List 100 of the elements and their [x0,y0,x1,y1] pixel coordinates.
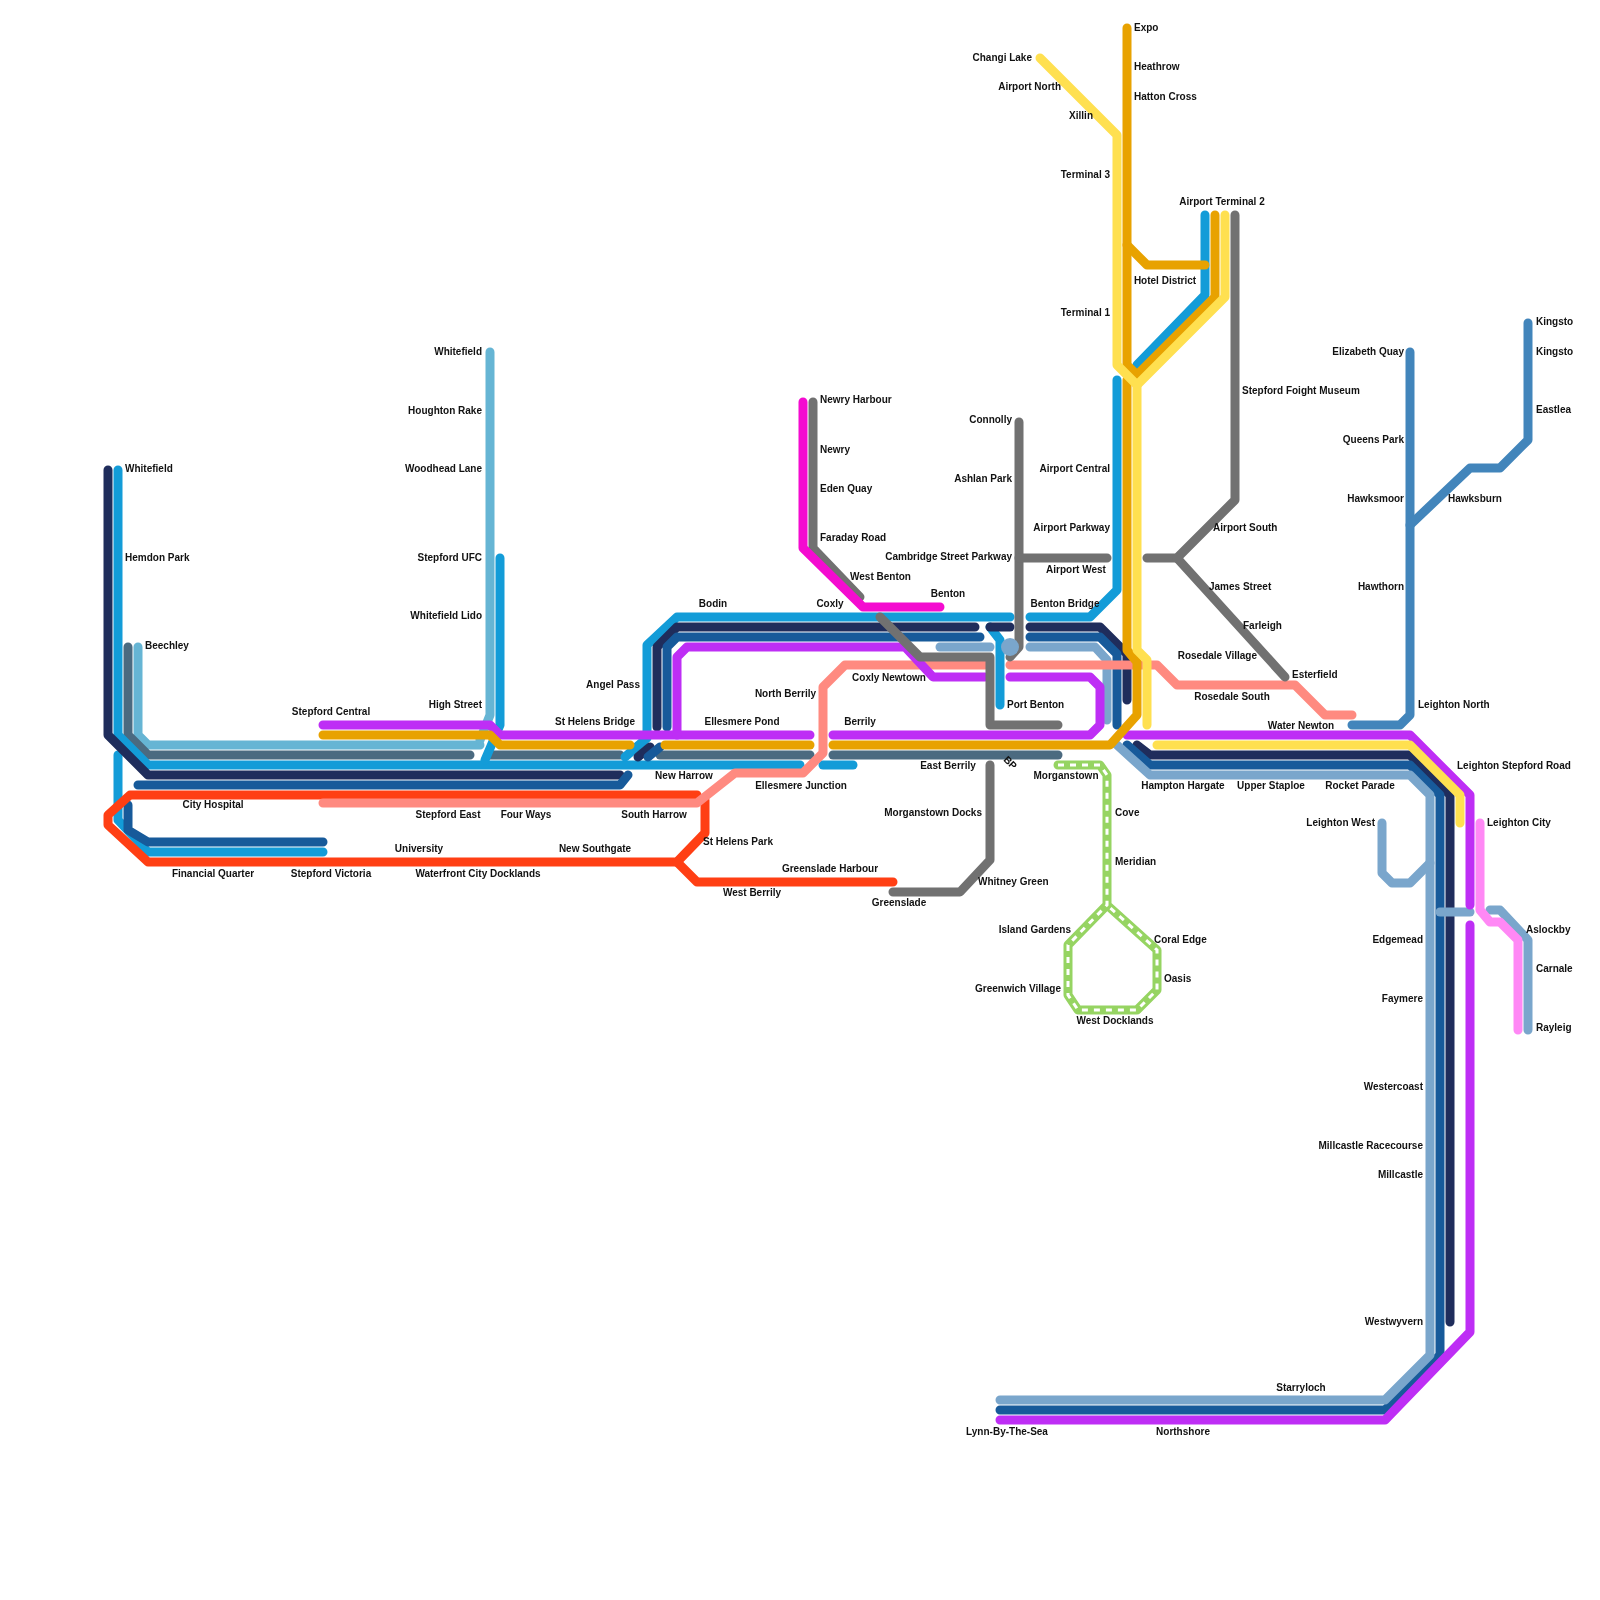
station-label: Hawksburn [1448,493,1502,505]
station-label: Ellesmere Junction [755,780,847,792]
station-label: Newry Harbour [820,394,892,406]
station-label: Hotel District [1133,275,1197,287]
station-label: Morganstown Docks [884,807,982,819]
station-label: Queens Park [1342,434,1404,446]
station-label: Port Benton [1007,699,1065,711]
station-label: Rocket Parade [1325,780,1395,792]
station-label: Millcastle Racecourse [1318,1140,1423,1152]
station-label: Coxly Newtown [852,672,926,684]
station-label: Stepford Foight Museum [1242,385,1360,397]
station-label: Morganstown [1033,770,1099,782]
station-label: Aslockby [1526,924,1571,936]
station-label: Stepford Victoria [290,868,372,880]
station-label: Starryloch [1276,1382,1326,1394]
station-label: Houghton Rake [408,405,482,417]
station-label: Whitefield [125,463,173,475]
station-label: University [394,843,444,855]
station-label: Terminal 1 [1060,307,1110,319]
station-label: Berrily [844,716,876,728]
station-label: Upper Staploe [1237,780,1305,792]
station-label: Leighton West [1306,817,1375,829]
station-label: Airport North [998,81,1061,93]
station-label: Carnale [1536,963,1573,975]
station-label: Kingsto [1536,316,1574,328]
station-label: East Berrily [920,760,976,772]
station-label: Airport Central [1039,463,1110,475]
station-label: Whitney Green [978,876,1049,888]
station-label: Airport Parkway [1033,522,1110,534]
station-label: West Docklands [1076,1015,1154,1027]
station-label: Airport Terminal 2 [1179,196,1265,208]
station-label: Bodin [698,598,728,610]
station-label: Financial Quarter [171,868,255,880]
station-label: Stepford East [415,809,481,821]
station-label: Stepford UFC [417,552,482,564]
station-label: Ellesmere Pond [704,716,780,728]
station-label: Connolly [969,414,1012,426]
station-label: James Street [1209,581,1272,593]
station-label: Leighton North [1418,699,1490,711]
station-label: New Southgate [558,843,632,855]
station-label: Meridian [1115,856,1157,868]
station-label: Terminal 3 [1060,169,1110,181]
station-label: Rosedale South [1194,691,1270,703]
station-label: Benton [930,588,966,600]
station-label: Kingsto [1536,346,1574,358]
station-label: Benton Bridge [1030,598,1100,610]
station-label: Westwyvern [1364,1316,1423,1328]
station-label: Cove [1115,807,1140,819]
station-label: New Harrow [655,770,713,782]
station-label: Coxly [816,598,844,610]
station-label: Leighton Stepford Road [1457,760,1571,772]
station-label: Whitefield Lido [410,610,482,622]
station-label: Greenslade [871,897,927,909]
station-label: Water Newton [1267,720,1335,732]
station-label: Leighton City [1487,817,1551,829]
station-label: High Street [428,699,482,711]
station-label: Millcastle [1377,1169,1423,1181]
station-label: Hawthorn [1357,581,1404,593]
station-label: Hemdon Park [125,552,190,564]
station-label: Eden Quay [820,483,873,495]
station-label: Waterfront City Docklands [415,868,541,880]
station-label: Oasis [1164,973,1192,985]
station-label: Lynn-By-The-Sea [966,1426,1048,1438]
station-label: Esterfield [1292,669,1338,681]
station-label: St Helens Park [703,836,774,848]
station-label: Angel Pass [586,679,640,691]
station-label: Airport West [1046,564,1106,576]
station-label: Airport South [1213,522,1278,534]
station-label: Farleigh [1243,620,1282,632]
station-label: Rosedale Village [1177,650,1257,662]
station-label: Beechley [145,640,189,652]
station-label: Island Gardens [998,924,1071,936]
station-label: Whitefield [434,346,482,358]
station-label: Stepford Central [291,706,371,718]
station-label: Expo [1134,22,1159,34]
station-label: Greenslade Harbour [781,863,879,875]
station-label: West Berrily [722,887,782,899]
station-label: Westercoast [1363,1081,1423,1093]
station-label: Edgemead [1372,934,1423,946]
station-label: Faymere [1381,993,1423,1005]
station-label: Hawksmoor [1347,493,1404,505]
station-label: St Helens Bridge [555,716,635,728]
station-label: Four Ways [500,809,552,821]
station-label: Rayleig [1536,1022,1572,1034]
station-label: Greenwich Village [975,983,1061,995]
station-label: Northshore [1156,1426,1210,1438]
station-label: West Benton [850,571,911,583]
station-label: Ashlan Park [954,473,1012,485]
station-label: Coral Edge [1154,934,1207,946]
station-label: North Berrily [754,688,816,700]
station-label: Elizabeth Quay [1332,346,1404,358]
station-label: Changi Lake [972,52,1032,64]
station-label: BP [1000,753,1020,773]
station-label: Xillin [1069,110,1093,122]
station-label: Hampton Hargate [1141,780,1225,792]
station-label: City Hospital [182,799,244,811]
station-label: Woodhead Lane [404,463,482,475]
station-label: Eastlea [1536,404,1572,416]
station-label: Heathrow [1134,61,1180,73]
station-label: Hatton Cross [1134,91,1197,103]
